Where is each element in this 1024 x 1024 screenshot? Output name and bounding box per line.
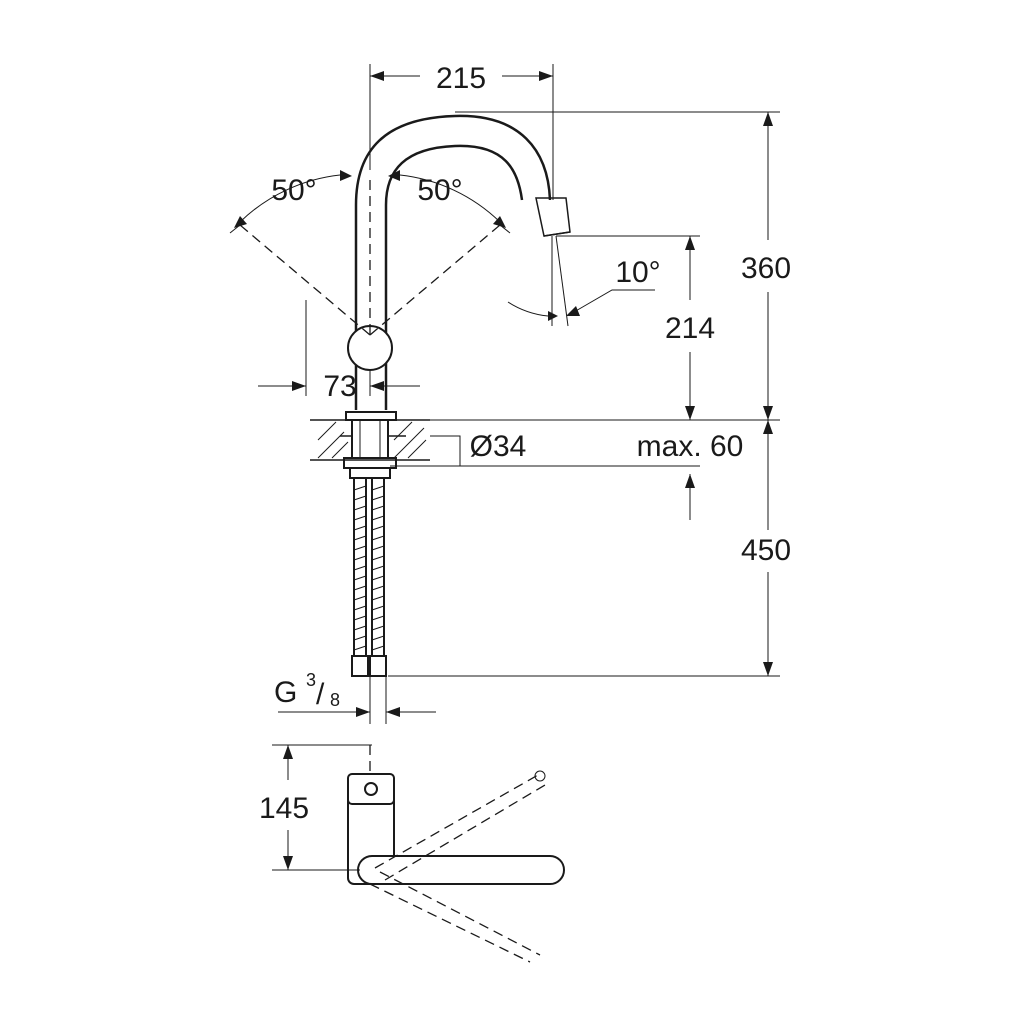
dim-hole-diameter — [430, 435, 530, 467]
dim-hose-length — [388, 440, 780, 677]
label-spout-tilt-angle: 10° — [615, 256, 660, 289]
faucet-side-view — [343, 114, 571, 479]
dim-spout-height — [556, 235, 700, 420]
label-top-view-depth: 145 — [259, 792, 309, 825]
label-swivel-angle-right: 50° — [417, 174, 462, 207]
label-thread-slash: / — [316, 678, 325, 711]
swivel-lines — [229, 170, 511, 336]
dim-lever-offset — [258, 300, 420, 396]
supply-hoses — [351, 477, 387, 677]
label-connection-thread: G 3 / 8 — [274, 670, 340, 711]
label-thread-numerator: 3 — [306, 670, 316, 690]
label-max-thickness: max. 60 — [637, 430, 744, 463]
dim-spout-reach — [369, 64, 554, 200]
dim-top-view-depth — [272, 744, 372, 871]
label-total-height: 360 — [741, 252, 791, 285]
label-thread-prefix: G — [274, 676, 297, 709]
label-spout-height: 214 — [665, 312, 715, 345]
label-thread-denominator: 8 — [330, 690, 340, 710]
label-spout-reach: 215 — [436, 62, 486, 95]
label-lever-offset: 73 — [323, 370, 356, 403]
dim-max-thickness — [685, 420, 773, 520]
dim-total-height — [455, 111, 780, 420]
label-hose-length: 450 — [741, 534, 791, 567]
faucet-top-view — [347, 745, 565, 963]
label-swivel-angle-left: 50° — [271, 174, 316, 207]
label-hole-diameter: Ø34 — [470, 430, 527, 463]
spout-tilt-marker — [507, 235, 655, 327]
dim-connection-thread — [278, 676, 436, 724]
